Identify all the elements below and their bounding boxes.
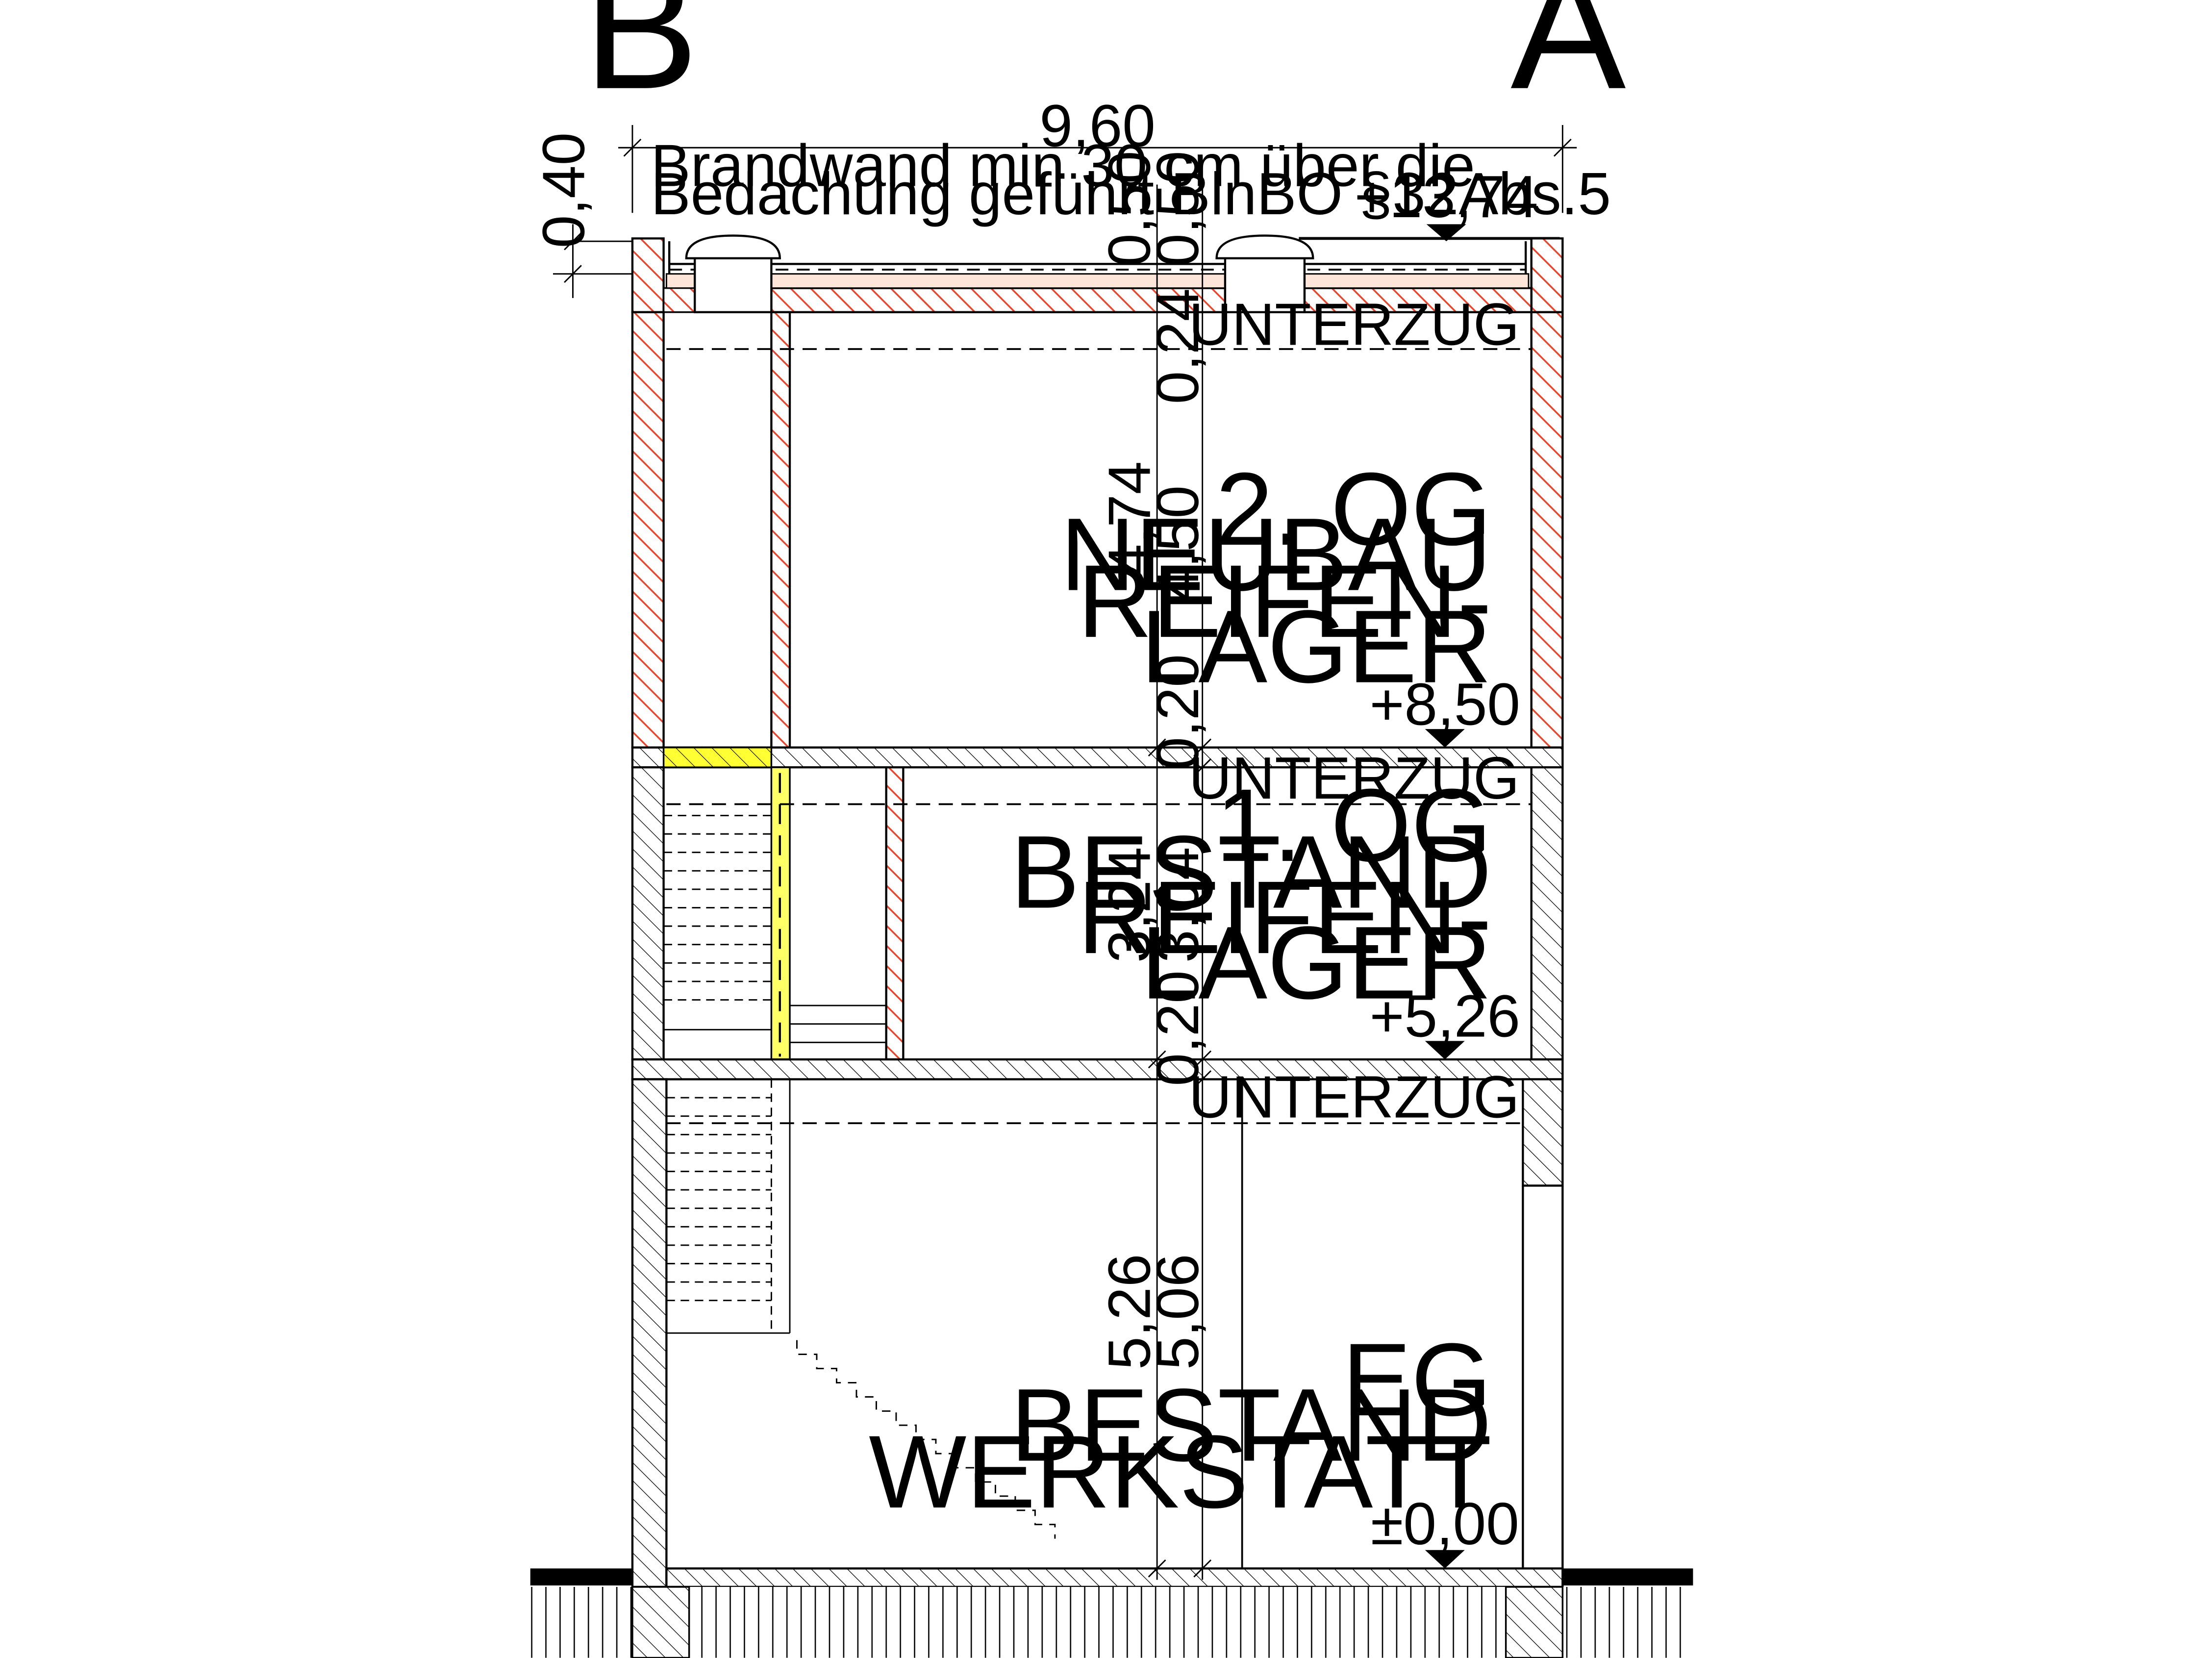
room-og1-line2: BESTAND [1010, 814, 1492, 930]
dim-eg-height-raw: 5,26 [1096, 1254, 1163, 1370]
beam-label-eg: UNTERZUG [1189, 1064, 1520, 1130]
level-label-og1: +5,26 [1370, 983, 1520, 1050]
wall-og1-right [1530, 766, 1564, 1061]
wall-eg-left [631, 1078, 668, 1588]
level-triangle-roof [1426, 224, 1466, 242]
room-og2-line3: REIFEN- [1078, 543, 1492, 659]
room-eg-line2: BESTAND [1010, 1367, 1492, 1483]
room-label-og1: 1. OG BESTAND REIFEN- LAGER [1010, 767, 1492, 1021]
foundation-left [631, 1586, 690, 1658]
room-og2-line1: 2. OG [1216, 451, 1492, 567]
level-label-eg: ±0,00 [1371, 1490, 1519, 1557]
wall-og2-left [631, 311, 665, 749]
foundation-right [1505, 1586, 1564, 1658]
dim-eg-height-clear: 5,06 [1144, 1254, 1211, 1370]
parapet-height-label: 0,40 [530, 132, 597, 248]
room-og1-line3: REIFEN- [1078, 859, 1492, 975]
beam-label-og2: UNTERZUG [1189, 291, 1520, 357]
room-label-og2: 2. OG NEUBAU REIFEN- LAGER [1060, 451, 1492, 704]
soil [530, 1586, 1693, 1658]
skylight-left [685, 234, 781, 313]
dim-og2-beam: 0,24 [1144, 288, 1211, 404]
parapet-dimension [553, 224, 632, 298]
level-triangle-eg [1425, 1550, 1465, 1569]
room-og2-line2: NEUBAU [1060, 497, 1492, 612]
dim-og2-height-clear: 4,50 [1144, 485, 1211, 601]
stair-eg [666, 1079, 1056, 1539]
dim-og1-slab: 0,20 [1144, 970, 1211, 1086]
wall-og1-left [631, 766, 665, 1061]
slab-og2-yellow-segment [662, 746, 773, 768]
skylight-right [1215, 234, 1314, 313]
wall-og2-right [1530, 311, 1564, 749]
dim-roof-slab-left: 0,50 [1096, 151, 1163, 266]
dim-og2-slab: 0,20 [1144, 654, 1211, 770]
level-label-roof: +13,74 [1355, 163, 1538, 230]
dim-og2-height-raw: 4,74 [1096, 461, 1163, 577]
axis-label-a: A [1510, 0, 1627, 125]
slab-og1 [631, 1058, 1564, 1080]
level-triangle-og1 [1425, 1041, 1465, 1059]
dim-roof-slab-right: 0,50 [1144, 151, 1211, 266]
terrain-right [1562, 1568, 1693, 1586]
dim-og1-height-clear: 3,04 [1144, 847, 1211, 963]
room-og2-line4: LAGER [1141, 589, 1492, 704]
firewall-note-line1: Brandwand min 30 cm über die [651, 132, 1475, 199]
slab-og2 [631, 746, 1564, 769]
level-triangle-og2 [1425, 729, 1465, 748]
dim-og1-height-raw: 3,24 [1096, 847, 1163, 963]
width-total-label: 9,60 [1039, 92, 1155, 159]
roof-construction [631, 237, 1564, 313]
level-label-og2: +8,50 [1370, 671, 1520, 737]
ground-slab [665, 1567, 1564, 1588]
beam-label-og1: UNTERZUG [1189, 745, 1520, 811]
wall-og1-stair-partition [885, 766, 905, 1061]
stair-og1 [663, 815, 886, 1043]
terrain-left [530, 1568, 632, 1586]
wall-eg-right-pier [1522, 1078, 1564, 1187]
room-og1-line4: LAGER [1141, 905, 1492, 1021]
room-label-eg: EG BESTAND WERKSTATT [869, 1322, 1492, 1530]
vertical-dimension-lines [1140, 184, 1220, 1580]
room-eg-line3: WERKSTATT [869, 1414, 1492, 1530]
firewall-note-line2: Bedachung geführt BlnBO §32Abs.5 [651, 160, 1611, 227]
wall-og2-inner [770, 311, 791, 749]
width-dimension [618, 125, 1577, 213]
axis-label-b: B [583, 0, 699, 125]
room-eg-line1: EG [1342, 1322, 1492, 1437]
room-og1-line1: 1. OG [1216, 767, 1492, 883]
